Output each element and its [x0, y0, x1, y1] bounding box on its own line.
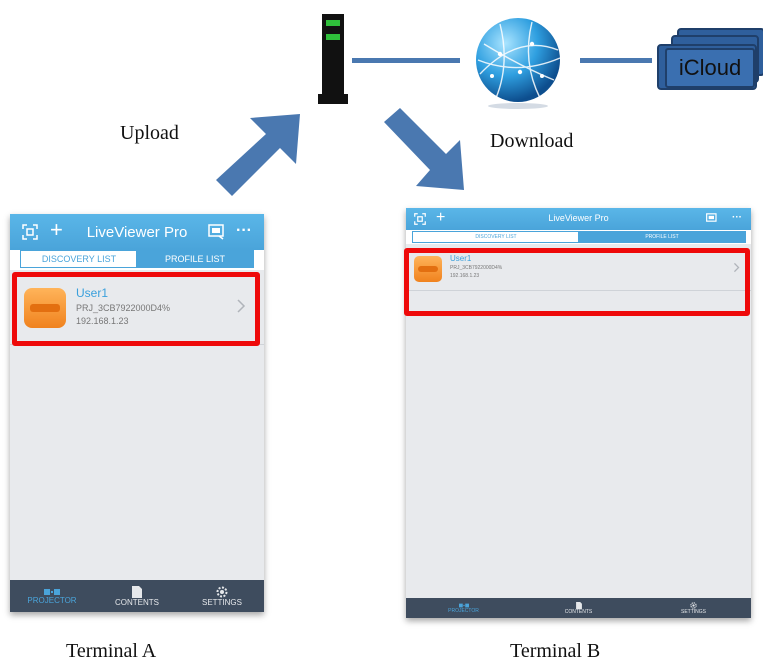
highlight-box-a — [12, 272, 260, 346]
document-icon — [132, 585, 142, 598]
tab-projector-label: PROJECTOR — [448, 607, 479, 614]
profile-name: User1 — [450, 254, 472, 263]
tab-profile-list[interactable]: PROFILE LIST — [578, 231, 746, 243]
tab-settings[interactable]: SETTINGS — [636, 598, 751, 618]
app-title: LiveViewer Pro — [86, 224, 188, 241]
gear-icon — [690, 601, 697, 609]
icloud-label: iCloud — [665, 48, 755, 88]
tab-settings-label: SETTINGS — [201, 597, 242, 607]
tab-projector-label: PROJECTOR — [27, 595, 77, 605]
app-title: LiveViewer Pro — [548, 213, 609, 223]
profile-id: PRJ_3CB7922000D4% — [76, 303, 171, 313]
projector-icon — [24, 288, 66, 328]
profile-ip: 192.168.1.23 — [450, 273, 480, 279]
add-icon[interactable]: + — [436, 209, 446, 226]
download-arrow — [384, 108, 464, 190]
globe-icon — [476, 18, 561, 109]
tab-projector[interactable]: PROJECTOR — [10, 580, 94, 612]
nav-bar: + LiveViewer Pro ··· — [10, 214, 264, 250]
projector-tab-icon — [44, 588, 60, 595]
nav-bar: + LiveViewer Pro ··· — [406, 208, 751, 230]
document-icon — [575, 601, 582, 609]
highlight-box-b — [404, 248, 750, 316]
profile-id: PRJ_3CB7922000D4% — [450, 265, 503, 271]
terminal-b-screen: + LiveViewer Pro ··· DISCOVERY LIST PROF… — [406, 208, 751, 618]
scan-icon[interactable] — [414, 213, 426, 225]
icloud-storage: iCloud — [655, 28, 763, 90]
more-icon[interactable]: ··· — [236, 222, 252, 239]
projector-icon — [414, 256, 442, 282]
tab-bar: PROJECTOR CONTENTS SETTINGS — [10, 580, 264, 612]
tab-settings-label: SETTINGS — [680, 608, 706, 615]
link-globe-icloud — [580, 58, 652, 63]
download-label: Download — [490, 130, 574, 152]
display-icon[interactable] — [706, 213, 718, 224]
chevron-right-icon — [733, 262, 740, 273]
link-server-globe — [352, 58, 460, 63]
tab-projector[interactable]: PROJECTOR — [406, 598, 521, 618]
terminal-a-label: Terminal A — [66, 640, 157, 662]
tab-discovery-list[interactable]: DISCOVERY LIST — [20, 250, 138, 268]
tab-contents[interactable]: CONTENTS — [94, 580, 180, 612]
tab-contents[interactable]: CONTENTS — [521, 598, 636, 618]
server-icon — [318, 14, 348, 104]
terminal-a-screen: + LiveViewer Pro ··· DISCOVERY LIST PROF… — [10, 214, 264, 612]
more-icon[interactable]: ··· — [732, 212, 742, 223]
profile-name: User1 — [76, 286, 109, 300]
profile-row[interactable]: User1 PRJ_3CB7922000D4% 192.168.1.23 — [406, 250, 751, 291]
add-icon[interactable]: + — [50, 217, 63, 242]
profile-row[interactable]: User1 PRJ_3CB7922000D4% 192.168.1.23 — [10, 276, 264, 345]
segment-bar: DISCOVERY LIST PROFILE LIST — [406, 230, 751, 244]
gear-icon — [216, 586, 228, 597]
tab-discovery-list[interactable]: DISCOVERY LIST — [412, 231, 580, 243]
tab-settings[interactable]: SETTINGS — [180, 580, 264, 612]
profile-ip: 192.168.1.23 — [76, 316, 129, 326]
segment-bar: DISCOVERY LIST PROFILE LIST — [10, 250, 264, 270]
terminal-b-label: Terminal B — [510, 640, 601, 662]
projector-tab-icon — [458, 603, 469, 607]
scan-icon[interactable] — [22, 224, 38, 240]
chevron-right-icon — [237, 299, 246, 313]
tab-bar: PROJECTOR CONTENTS SETTINGS — [406, 598, 751, 618]
tab-profile-list[interactable]: PROFILE LIST — [136, 250, 254, 268]
display-icon[interactable] — [208, 224, 226, 240]
upload-arrow — [216, 114, 300, 196]
tab-contents-label: CONTENTS — [564, 608, 593, 615]
tab-contents-label: CONTENTS — [115, 597, 159, 607]
upload-label: Upload — [120, 122, 179, 144]
